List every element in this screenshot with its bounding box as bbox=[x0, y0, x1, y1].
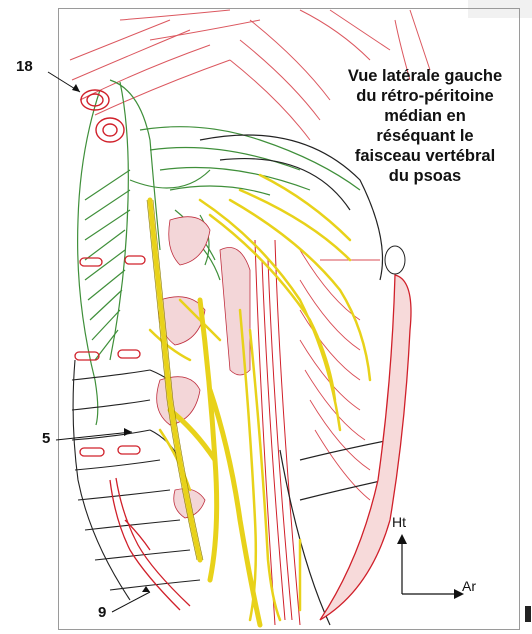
axis-right-label: Ar bbox=[462, 578, 476, 594]
right-muscle-fibers bbox=[299, 249, 380, 501]
label-5: 5 bbox=[42, 430, 51, 447]
label-18: 18 bbox=[16, 58, 33, 75]
leader-arrowheads bbox=[72, 84, 150, 592]
axis-arrowheads bbox=[397, 534, 464, 599]
vertebral-bodies bbox=[156, 216, 251, 519]
label-9: 9 bbox=[98, 604, 107, 621]
title-line: du psoas bbox=[388, 167, 462, 185]
figure-title: Vue latérale gauche du rétro-péritoine m… bbox=[330, 66, 520, 186]
vertebral-column bbox=[71, 359, 201, 601]
title-line: réséquant le bbox=[376, 127, 474, 145]
title-line: Vue latérale gauche bbox=[347, 67, 503, 85]
corner-tab bbox=[468, 0, 532, 18]
green-muscles bbox=[77, 79, 361, 426]
psoas-band bbox=[254, 239, 301, 626]
title-line: médian en bbox=[384, 107, 466, 125]
edge-mark bbox=[525, 606, 531, 622]
thin-nerves bbox=[148, 173, 372, 622]
nerve-outlines bbox=[146, 199, 204, 561]
title-line: faisceau vertébral bbox=[354, 147, 496, 165]
adrenal-node bbox=[384, 245, 406, 275]
axis-up-label: Ht bbox=[392, 514, 406, 530]
vessel-rings bbox=[80, 89, 125, 143]
kidney-edge bbox=[319, 274, 412, 621]
segmental-vessels bbox=[74, 255, 191, 611]
illustration-frame bbox=[58, 8, 520, 630]
orientation-axes bbox=[401, 540, 458, 595]
title-line: du rétro-péritoine bbox=[356, 87, 494, 105]
body-contour bbox=[199, 134, 391, 626]
